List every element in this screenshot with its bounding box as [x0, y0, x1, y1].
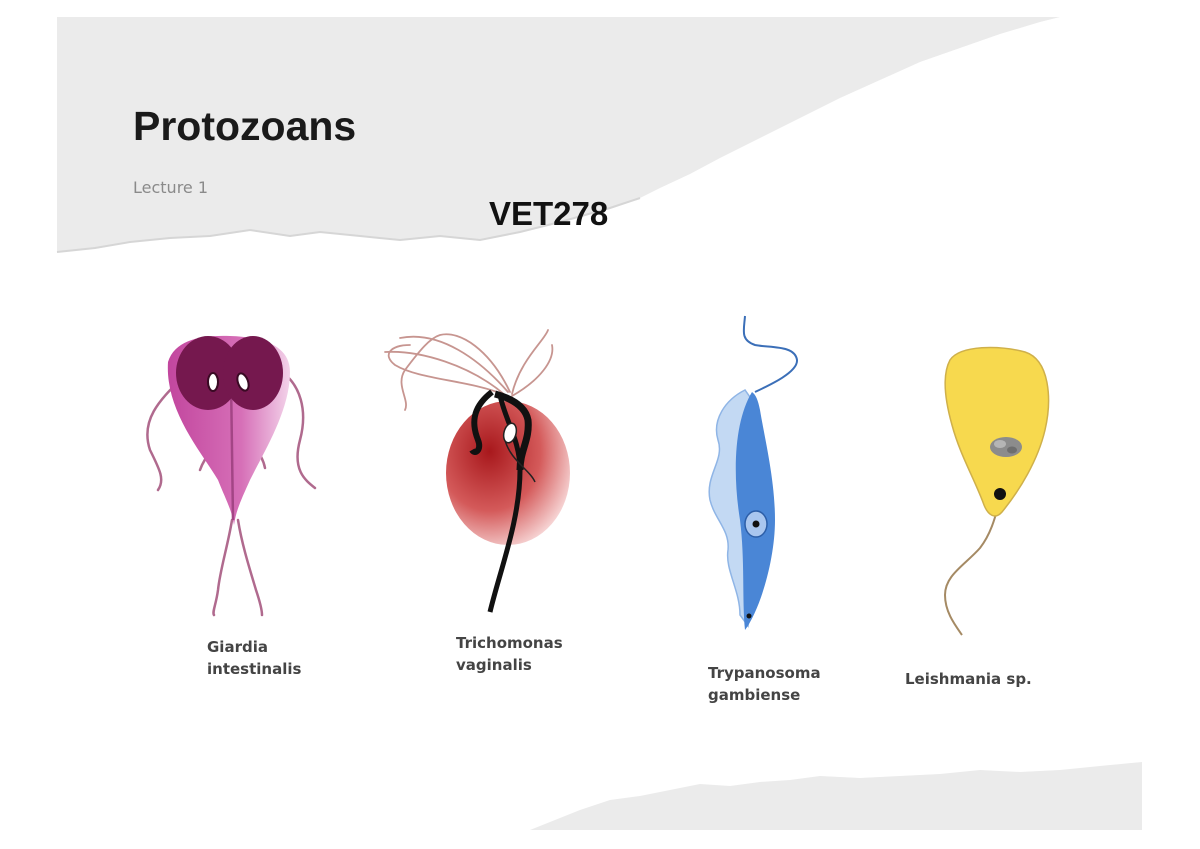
- label-trichomonas: Trichomonas vaginalis: [456, 632, 563, 676]
- leishmania-nucleus: [990, 437, 1022, 457]
- label-giardia: Giardia intestinalis: [207, 636, 301, 680]
- label-giardia-line1: Giardia: [207, 638, 268, 656]
- slide-title: Protozoans: [133, 103, 357, 149]
- course-code: VET278: [489, 195, 609, 232]
- label-trypanosoma-line2: gambiense: [708, 686, 801, 704]
- label-leishmania: Leishmania sp.: [905, 668, 1032, 690]
- slide-subtitle: Lecture 1: [133, 178, 209, 197]
- label-trichomonas-line2: vaginalis: [456, 656, 532, 674]
- label-trypanosoma: Trypanosoma gambiense: [708, 662, 821, 706]
- label-giardia-line2: intestinalis: [207, 660, 302, 678]
- label-leishmania-line1: Leishmania sp.: [905, 670, 1032, 688]
- label-trypanosoma-line1: Trypanosoma: [708, 664, 821, 682]
- label-trichomonas-line1: Trichomonas: [456, 634, 563, 652]
